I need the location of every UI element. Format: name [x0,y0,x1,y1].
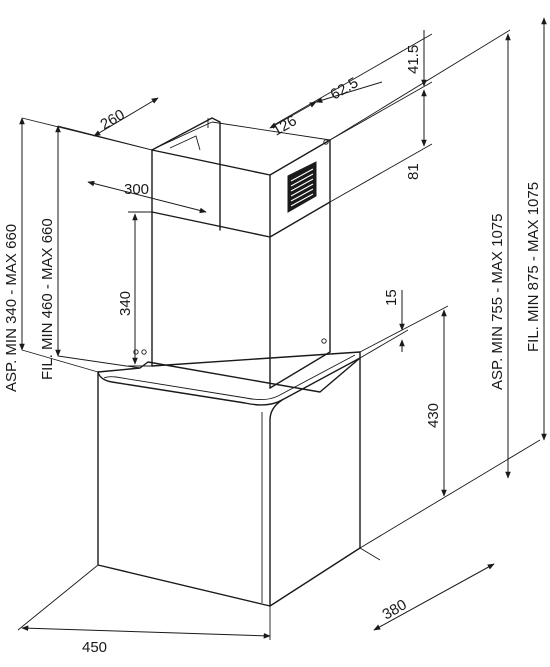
label-fil-min-max-660: FIL. MIN 460 - MAX 660 [39,218,56,380]
label-fil-min-max-1075: FIL. MIN 875 - MAX 1075 [525,182,542,352]
label-asp-min-max-1075: ASP. MIN 755 - MAX 1075 [489,214,506,390]
dim-380: 380 [380,596,410,623]
dimension-lines [19,17,547,639]
dim-340: 340 [117,291,134,316]
dim-81: 81 [405,163,422,180]
vent-grille [287,161,317,213]
dim-15: 15 [383,289,400,306]
chimney [133,117,331,389]
dim-430: 430 [425,403,442,428]
dim-41-5: 41.5 [405,45,422,74]
dim-62-5: 62.5 [328,74,362,103]
dim-450: 450 [82,639,107,656]
dim-300: 300 [124,181,149,198]
hood-body [97,351,361,607]
label-asp-min-max-660: ASP. MIN 340 - MAX 660 [3,224,20,392]
dim-126: 126 [270,112,300,139]
dim-260: 260 [98,106,128,133]
